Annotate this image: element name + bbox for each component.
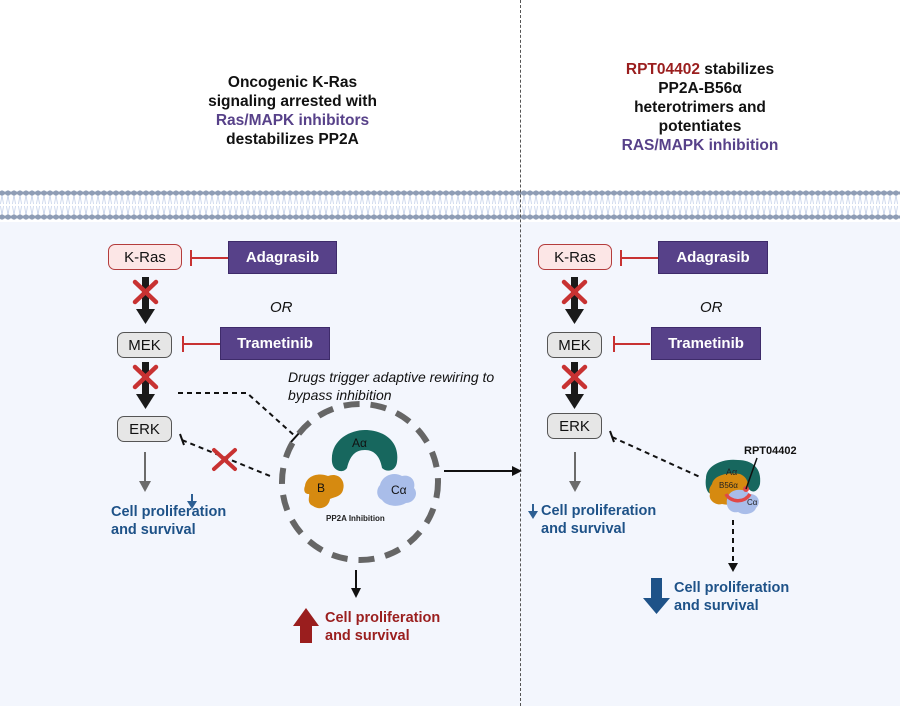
panel-divider <box>520 0 521 706</box>
left-adagrasib-label: Adagrasib <box>228 241 337 274</box>
right-title-line-1-rest: stabilizes <box>700 61 775 78</box>
pp2a-a-subunit-icon <box>331 430 398 472</box>
left-erk-node: ERK <box>117 416 172 442</box>
right-decrease-arrow-icon <box>528 504 538 519</box>
cell-membrane <box>0 190 900 220</box>
left-or-label: OR <box>270 299 293 316</box>
left-rewiring-dashed-inhibition <box>178 392 301 443</box>
right-adagrasib-label: Adagrasib <box>658 241 768 274</box>
right-or-label: OR <box>700 299 723 316</box>
right-trametinib-label: Trametinib <box>651 327 761 360</box>
pp2a-b-subunit-icon <box>304 474 344 509</box>
right-erk-outcome-text: Cell proliferation and survival <box>541 502 656 538</box>
left-pp2a-outcome-arrow <box>351 570 361 598</box>
left-erk-outcome-arrow <box>139 452 151 492</box>
transition-arrow <box>444 466 522 476</box>
right-outcome-line-1: Cell proliferation <box>541 503 657 519</box>
left-pp2a-erk-dashed-inhibition <box>179 433 271 477</box>
right-pp2a-b56a-label: B56α <box>719 481 738 490</box>
pp2a-inhibition-label: PP2A Inhibition <box>326 514 385 523</box>
rewiring-note-line-2: bypass inhibition <box>288 387 392 403</box>
rewiring-note-line-1: Drugs trigger adaptive rewiring to <box>288 369 495 385</box>
left-title-line-1: Oncogenic K-Ras <box>227 74 358 91</box>
increased-outcome-line-2: and survival <box>325 628 410 644</box>
increased-outcome-line-1: Cell proliferation <box>325 610 441 626</box>
strong-decrease-line-1: Cell proliferation <box>674 580 790 596</box>
right-title-line-1: RPT04402 stabilizes <box>590 60 810 79</box>
right-erk-node: ERK <box>547 413 602 439</box>
right-strong-decrease-outcome-text: Cell proliferation and survival <box>674 579 789 615</box>
strong-decrease-arrow-icon <box>643 578 670 614</box>
right-outcome-line-2: and survival <box>541 521 626 537</box>
left-outcome-line-1: Cell proliferation <box>111 504 227 520</box>
increase-arrow-icon <box>293 608 319 643</box>
right-mek-inhibition-bar <box>613 336 650 352</box>
pp2a-c-subunit-label: Cα <box>391 483 407 497</box>
left-kras-node: K-Ras <box>108 244 182 270</box>
left-title-highlight: Ras/MAPK inhibitors <box>215 112 370 129</box>
pp2a-b-subunit-label: B <box>317 481 326 495</box>
left-block-x-icon-2 <box>132 364 159 390</box>
right-block-x-icon-1 <box>561 279 588 305</box>
right-erk-outcome-arrow <box>569 452 581 492</box>
right-panel-title: RPT04402 stabilizes PP2A-B56α heterotrim… <box>590 60 810 155</box>
left-erk-outcome-text: Cell proliferation and survival <box>111 503 226 539</box>
right-title-line-4: potentiates <box>658 118 742 135</box>
left-outcome-line-2: and survival <box>111 522 196 538</box>
left-kras-inhibition-bar <box>190 250 232 266</box>
left-block-x-icon-3 <box>212 448 237 471</box>
right-kras-inhibition-bar <box>620 250 658 266</box>
left-panel-title: Oncogenic K-Ras signaling arrested with … <box>185 73 400 149</box>
rpt04402-label: RPT04402 <box>744 445 797 457</box>
pp2a-b56a-heterotrimer-icon <box>705 459 761 515</box>
right-pp2a-erk-dashed-inhibition <box>609 430 701 478</box>
rewiring-note: Drugs trigger adaptive rewiring to bypas… <box>288 368 518 404</box>
right-block-x-icon-2 <box>561 364 588 390</box>
right-title-compound: RPT04402 <box>625 61 700 78</box>
right-pp2a-outcome-dashed-arrow <box>728 520 738 572</box>
pp2a-a-subunit-label: Aα <box>352 436 367 450</box>
strong-decrease-line-2: and survival <box>674 598 759 614</box>
right-title-line-3: heterotrimers and <box>634 99 766 116</box>
right-title-highlight: RAS/MAPK inhibition <box>621 137 779 154</box>
left-block-x-icon-1 <box>132 279 159 305</box>
left-title-line-2: signaling arrested with <box>208 93 377 110</box>
left-decrease-arrow-icon <box>187 494 197 509</box>
pp2a-c-subunit-icon <box>377 474 417 506</box>
left-mek-node: MEK <box>117 332 172 358</box>
left-increased-outcome-text: Cell proliferation and survival <box>325 609 440 645</box>
right-pp2a-a-label: Aα <box>726 467 738 477</box>
left-mek-inhibition-bar <box>182 336 220 352</box>
left-trametinib-label: Trametinib <box>220 327 330 360</box>
pp2a-complex-boundary <box>279 401 441 563</box>
right-kras-node: K-Ras <box>538 244 612 270</box>
right-title-line-2: PP2A-B56α <box>658 80 742 97</box>
left-title-line-4: destabilizes PP2A <box>226 131 359 148</box>
rpt04402-pointer-line <box>745 457 758 490</box>
right-pp2a-c-label: Cα <box>747 498 758 507</box>
right-mek-node: MEK <box>547 332 602 358</box>
